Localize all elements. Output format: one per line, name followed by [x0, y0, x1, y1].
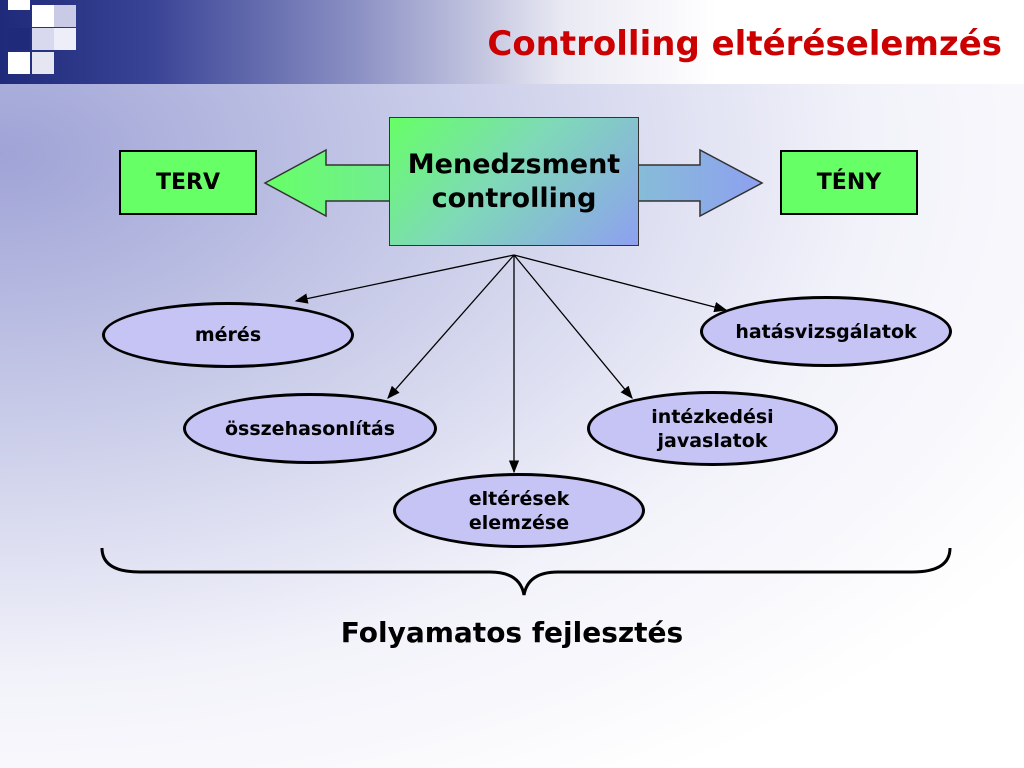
decor-square: [54, 28, 76, 50]
title-bar: [0, 0, 1024, 84]
decor-square: [8, 0, 30, 10]
meres-label: mérés: [194, 324, 262, 346]
intezkedesi-label-line2: javaslatok: [657, 429, 768, 452]
decor-square: [8, 52, 30, 74]
page-title: Controlling eltéréselemzés: [487, 24, 1002, 64]
intezkedesi-javaslatok-oval: intézkedési javaslatok: [587, 391, 838, 466]
teny-label: TÉNY: [816, 170, 882, 195]
connector-osszehasonlitas: [387, 254, 515, 399]
hatasvizsgalatok-label: hatásvizsgálatok: [735, 320, 917, 343]
curly-brace: [100, 547, 952, 596]
center-label-line1: Menedzsment: [407, 148, 621, 180]
center-label-line2: controlling: [431, 182, 597, 214]
eltetesek-elemzese-oval: eltérések elemzése: [393, 473, 645, 548]
decor-square: [32, 28, 54, 50]
terv-label: TERV: [155, 170, 220, 195]
decor-square: [32, 52, 54, 74]
footer-label: Folyamatos fejlesztés: [340, 616, 684, 649]
decor-square: [32, 5, 54, 27]
teny-box: TÉNY: [780, 150, 918, 215]
eltetesek-label-line1: eltérések: [468, 487, 570, 510]
menedzsment-controlling-box: Menedzsment controlling: [389, 117, 639, 246]
osszehasonlitas-oval: összehasonlítás: [183, 393, 437, 464]
meres-oval: mérés: [102, 302, 354, 368]
hatasvizsgalatok-oval: hatásvizsgálatok: [700, 296, 952, 367]
connector-meres: [294, 254, 515, 304]
osszehasonlitas-label: összehasonlítás: [224, 417, 396, 440]
intezkedesi-label-line1: intézkedési: [651, 405, 774, 428]
connector-hatasvizsgalatok: [513, 254, 728, 313]
decor-square: [54, 5, 76, 27]
terv-box: TERV: [119, 150, 257, 215]
connector-intezkedesi: [513, 254, 633, 400]
eltetesek-label-line2: elemzése: [468, 511, 570, 534]
decor-square: [8, 28, 30, 50]
